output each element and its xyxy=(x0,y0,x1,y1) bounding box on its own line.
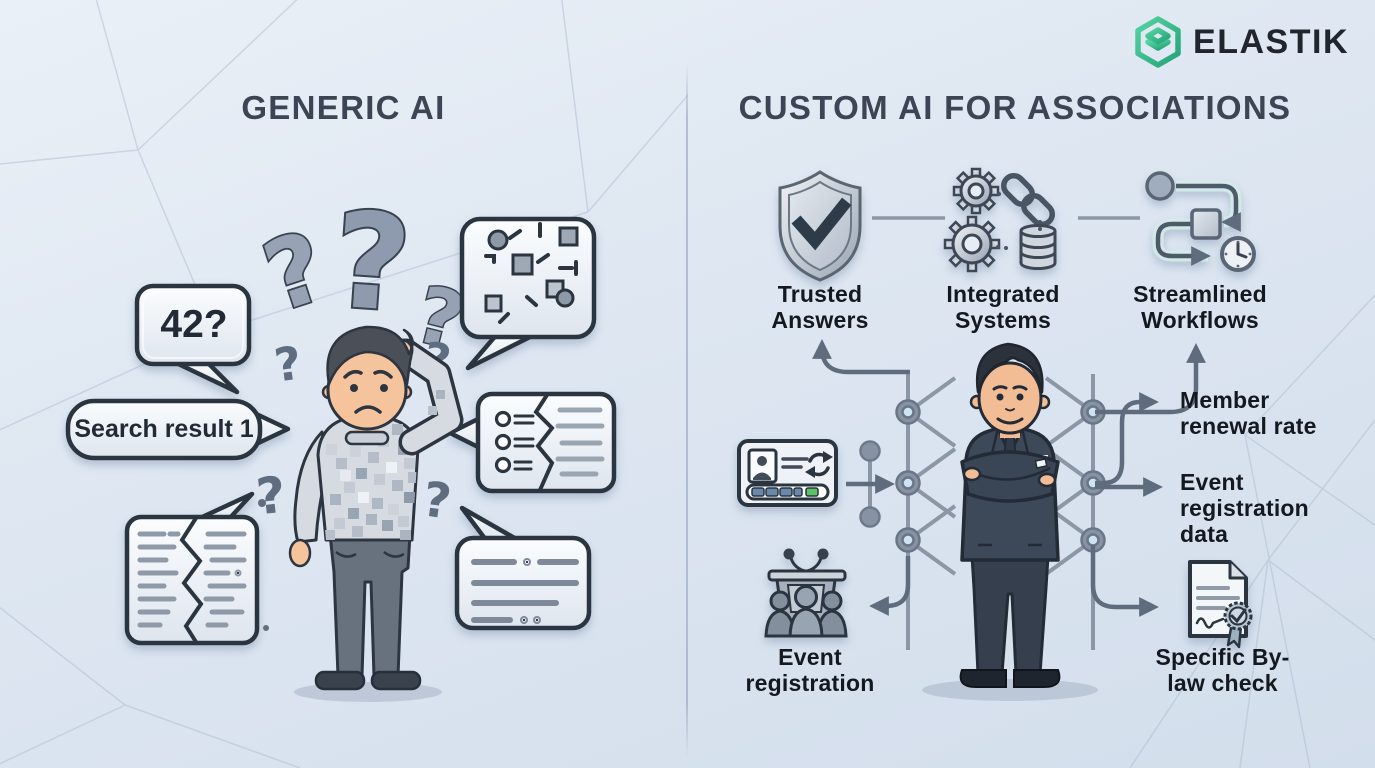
gear-large xyxy=(943,215,1001,273)
arrow-to-event-registration xyxy=(869,556,911,616)
svg-text:?: ? xyxy=(271,335,305,392)
left-panel-title: GENERIC AI xyxy=(241,89,446,126)
broken-checklist-bubble-icon xyxy=(447,391,617,494)
search-bubble-text: Search result 1 xyxy=(74,414,254,443)
workflow-clock-icon xyxy=(1145,171,1256,272)
gear-small xyxy=(952,167,1000,215)
member-card-sync-icon xyxy=(737,439,838,507)
arrow-to-streamlined-workflows xyxy=(1095,343,1206,415)
gears-link-database-icon xyxy=(943,167,1057,273)
output-label-event-registration-data: Event registration data xyxy=(1180,469,1309,547)
panel-divider xyxy=(686,62,688,758)
confused-person-figure xyxy=(288,325,464,702)
svg-text:?: ? xyxy=(419,471,454,530)
search-result-bubble xyxy=(65,398,291,461)
flow-arrows xyxy=(812,339,1206,617)
chain-link xyxy=(1001,173,1055,227)
scattered-data-bubble-icon xyxy=(459,216,597,371)
feature-label-streamlined-workflows: Streamlined Workflows xyxy=(1133,281,1267,333)
output-label-bylaw-check: Specific By-law check xyxy=(1155,644,1290,696)
brand-logo: ELASTIK xyxy=(1134,16,1349,68)
output-label-member-renewal-rate: Member renewal rate xyxy=(1180,387,1317,439)
svg-text:?: ? xyxy=(254,466,289,527)
elastik-hexagon-icon xyxy=(1135,16,1181,68)
svg-text:?: ? xyxy=(251,210,339,334)
shield-check-icon xyxy=(778,170,862,282)
podium-audience-icon xyxy=(764,548,848,638)
association-professional-figure xyxy=(922,342,1098,701)
arrow-to-member-renewal xyxy=(1095,392,1159,486)
torn-document-bubble-icon xyxy=(124,491,260,646)
feature-label-integrated-systems: Integrated Systems xyxy=(946,281,1060,333)
right-panel-title: CUSTOM AI FOR ASSOCIATIONS xyxy=(738,89,1292,126)
arrow-to-bylaw-check xyxy=(1090,545,1159,617)
database-cylinder xyxy=(1019,224,1057,270)
text-lines-bubble-icon xyxy=(454,505,592,631)
feature-label-trusted-answers: Trusted Answers xyxy=(771,281,869,333)
answer-bubble-text: 42? xyxy=(160,303,228,346)
arrow-to-trusted-answers xyxy=(812,339,910,375)
bylaw-certificate-icon xyxy=(1188,560,1253,649)
svg-text:?: ? xyxy=(328,184,415,343)
brand-name: ELASTIK xyxy=(1193,22,1349,61)
input-label-event-registration: Event registration xyxy=(745,644,875,696)
answer-bubble xyxy=(134,283,252,395)
